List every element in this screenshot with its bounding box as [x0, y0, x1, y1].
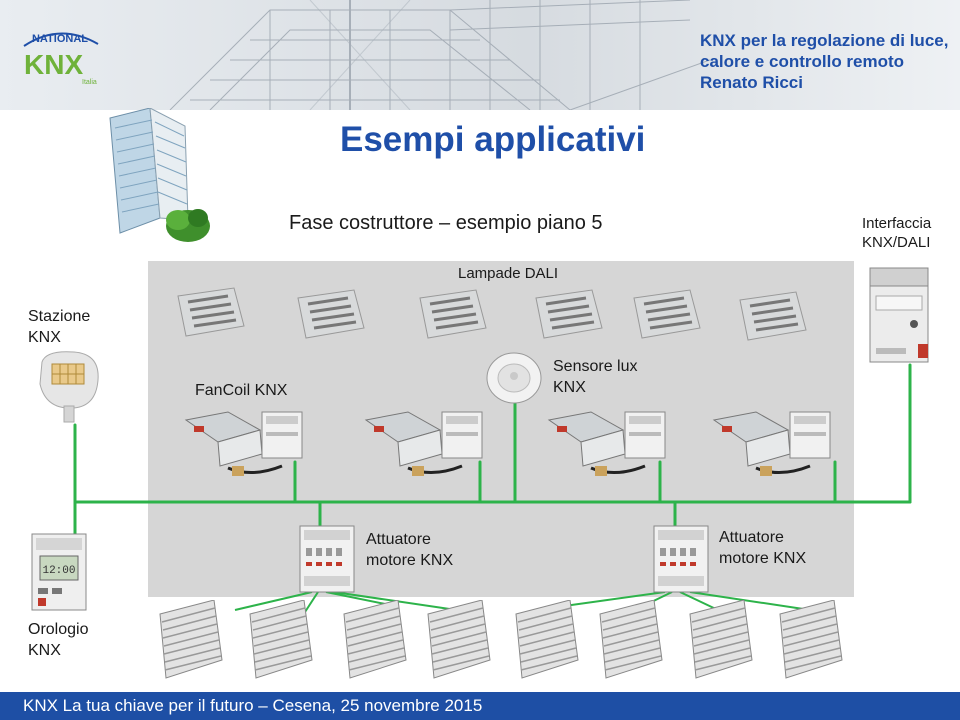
- lux-sensor-label: Sensore lux KNX: [553, 358, 638, 396]
- ceiling-lamp-icon: [739, 291, 807, 341]
- roller-shutter-icon: [515, 600, 579, 679]
- roller-shutter-icon: [689, 600, 753, 679]
- dali-interface-icon: [869, 267, 929, 363]
- ceiling-lamp-icon: [177, 287, 245, 337]
- building-icon: [109, 108, 210, 242]
- ceiling-lamp-icon: [419, 289, 487, 339]
- fancoil-icon: [184, 411, 303, 476]
- header-line-1: KNX per la regolazione di luce,: [700, 31, 949, 50]
- motor-actuator-icon: [299, 525, 355, 593]
- fancoil-icon: [547, 411, 666, 476]
- lux-sensor-icon: [486, 352, 542, 404]
- ceiling-lamp-icon: [535, 289, 603, 339]
- header-line-2: calore e controllo remoto: [700, 52, 905, 71]
- roller-shutter-icon: [159, 600, 223, 679]
- dali-interface-label: Interfaccia KNX/DALI: [862, 215, 932, 251]
- header-text: KNX per la regolazione di luce, calore e…: [700, 30, 950, 93]
- footer-text: KNX La tua chiave per il futuro – Cesena…: [23, 696, 483, 715]
- footer-bar: KNX La tua chiave per il futuro – Cesena…: [0, 692, 960, 720]
- roller-shutter-icon: [343, 600, 407, 679]
- roller-shutter-icon: [599, 600, 663, 679]
- fancoil-label: FanCoil KNX: [195, 382, 288, 399]
- weather-station-icon: [39, 351, 99, 423]
- header-line-3: Renato Ricci: [700, 73, 803, 92]
- svg-text:NATIONAL: NATIONAL: [32, 33, 88, 45]
- motor-actuator-icon: [653, 525, 709, 593]
- floor-subtitle: Fase costruttore – esempio piano 5: [289, 212, 603, 234]
- clock-label: Orologio KNX: [28, 621, 89, 659]
- svg-text:KNX: KNX: [24, 49, 83, 80]
- actuator-panel: [148, 505, 854, 597]
- roller-shutter-icon: [427, 600, 491, 679]
- ceiling-lamp-icon: [297, 289, 365, 339]
- motor-actuator-1-label: Attuatore motore KNX: [366, 531, 454, 569]
- roller-shutter-icon: [249, 600, 313, 679]
- svg-text:12:00: 12:00: [42, 565, 75, 577]
- knx-national-logo: NATIONAL KNX Italia: [23, 32, 99, 86]
- station-label: Stazione KNX: [28, 308, 91, 346]
- motor-actuator-2-label: Attuatore motore KNX: [719, 529, 807, 567]
- fancoil-icon: [364, 411, 483, 476]
- wireframe-building-background: [169, 0, 710, 110]
- header-band: NATIONAL KNX Italia KNX per la regolazio…: [0, 0, 960, 110]
- ceiling-lamp-icon: [633, 289, 701, 339]
- svg-text:Italia: Italia: [82, 79, 97, 86]
- fancoil-icon: [712, 411, 831, 476]
- timer-clock-icon: 12:00: [31, 533, 87, 611]
- page-title: Esempi applicativi: [340, 120, 646, 159]
- dali-lamps-label: Lampade DALI: [458, 265, 559, 282]
- roller-shutter-icon: [779, 600, 843, 679]
